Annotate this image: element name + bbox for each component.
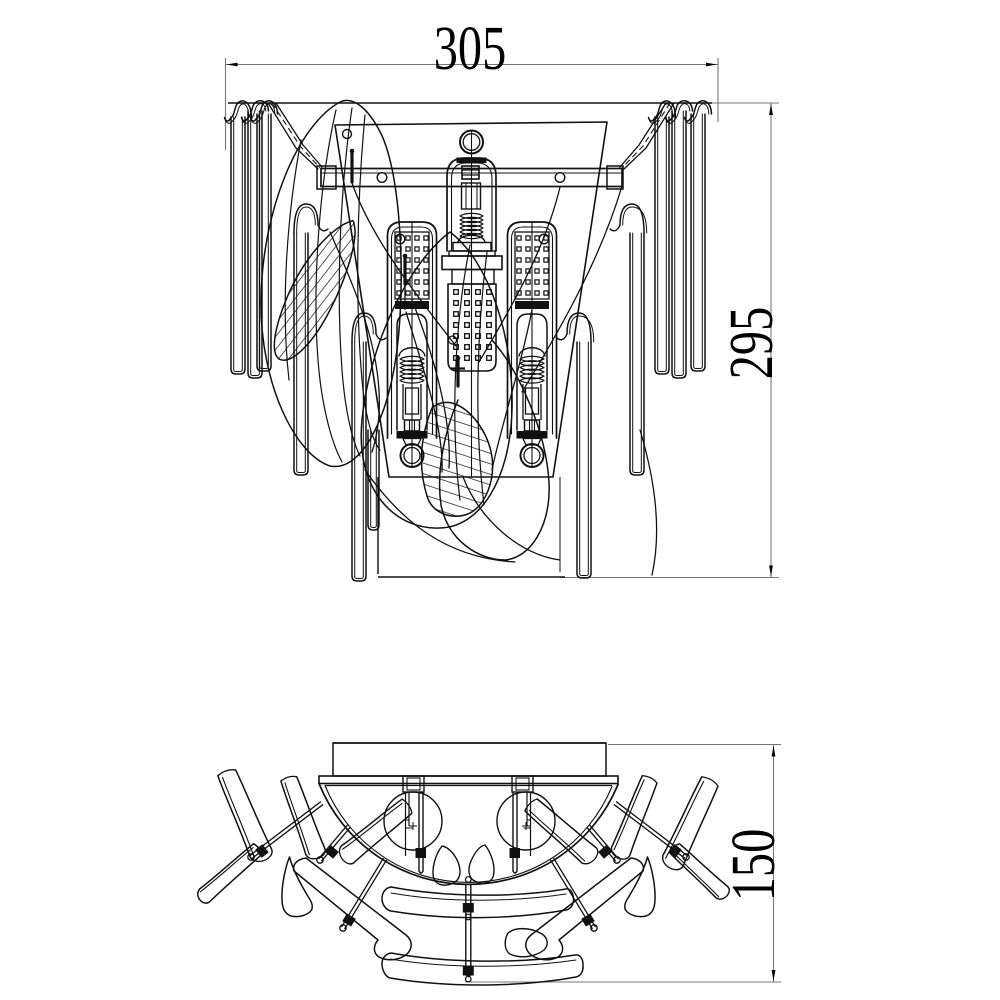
svg-text:305: 305	[434, 14, 507, 83]
svg-text:150: 150	[719, 829, 788, 902]
svg-text:295: 295	[717, 307, 786, 380]
